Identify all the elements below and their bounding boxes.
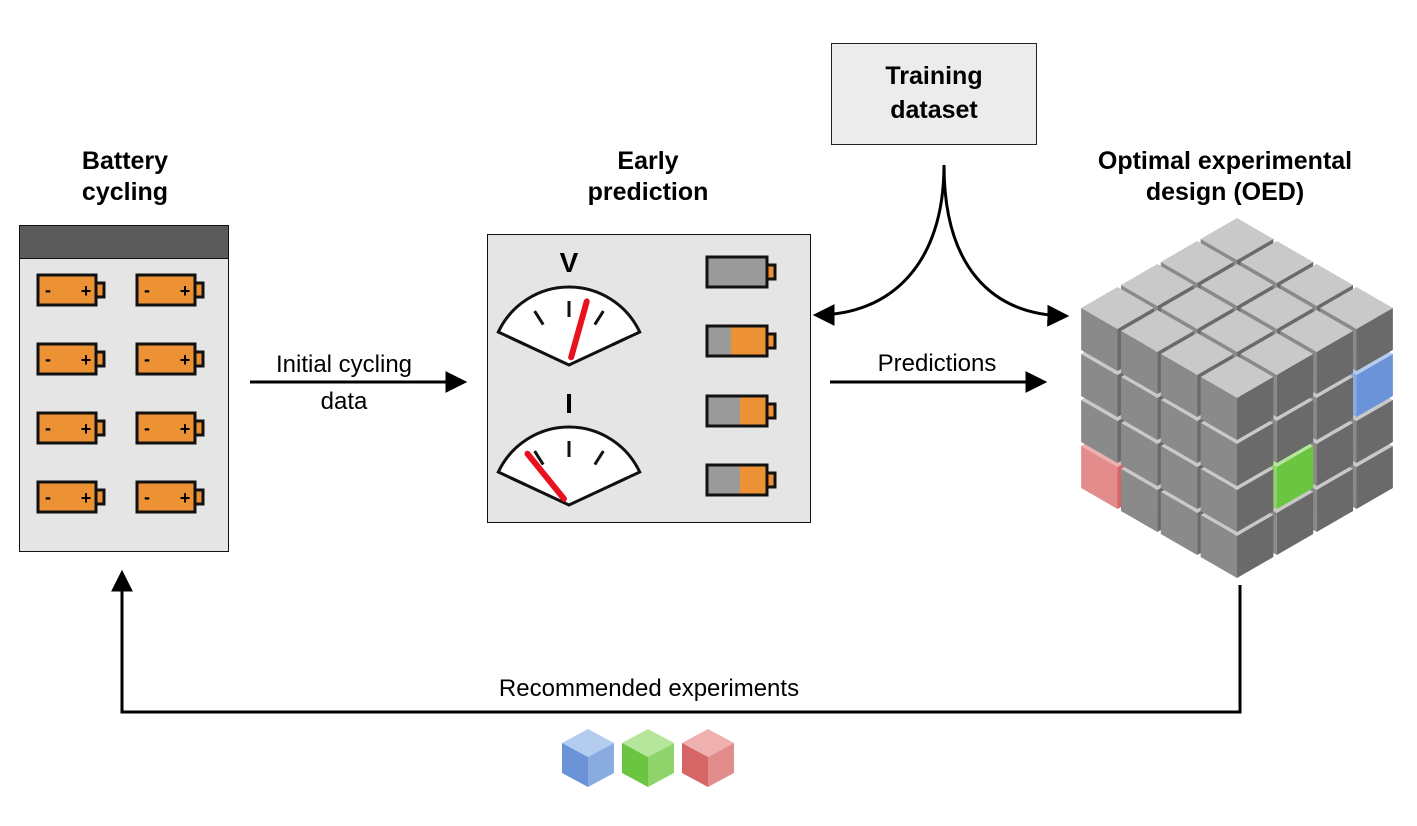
early-prediction-title-line2: prediction xyxy=(587,178,709,207)
recommended-blue-cube xyxy=(562,729,614,787)
minus-terminal: - xyxy=(144,280,150,300)
initial-cycling-label-line2: data xyxy=(321,388,368,415)
charge-battery xyxy=(705,463,777,497)
minus-terminal: - xyxy=(45,487,51,507)
minus-terminal: - xyxy=(45,418,51,438)
gauge-needle xyxy=(568,298,590,361)
battery-cell: -+ xyxy=(135,342,205,376)
battery-cycling-title: Battery cycling xyxy=(40,146,210,209)
gauge-tick xyxy=(510,336,527,347)
current-gauge xyxy=(496,425,642,507)
battery-cell: -+ xyxy=(36,411,106,445)
charge-battery xyxy=(705,324,777,358)
oed-title: Optimal experimental design (OED) xyxy=(1060,146,1390,209)
gauge-face xyxy=(496,425,642,507)
battery-cycling-header-bar xyxy=(20,226,228,259)
recommended-experiments-label: Recommended experiments xyxy=(499,675,799,702)
battery-cell: -+ xyxy=(135,411,205,445)
plus-terminal: + xyxy=(81,281,92,301)
gauge-i-label: I xyxy=(565,388,573,419)
oed-cube-grid xyxy=(1081,218,1393,578)
battery-cell: -+ xyxy=(36,480,106,514)
training-to-oed-arrow xyxy=(942,164,1070,327)
battery-cell: -+ xyxy=(36,273,106,307)
minus-terminal: - xyxy=(144,349,150,369)
battery-cell: -+ xyxy=(135,273,205,307)
gauge-tick xyxy=(533,450,545,466)
plus-terminal: + xyxy=(81,419,92,439)
predictions-label: Predictions xyxy=(878,350,997,377)
gauge-tick xyxy=(533,310,545,326)
minus-terminal: - xyxy=(45,280,51,300)
charge-fill xyxy=(731,326,767,356)
early-prediction-title: Early prediction xyxy=(548,146,748,209)
recommended-experiments-arrow xyxy=(111,569,1242,714)
plus-terminal: + xyxy=(180,488,191,508)
oed-title-line1: Optimal experimental xyxy=(1097,147,1353,175)
charge-fill xyxy=(740,396,767,426)
gauge-needle xyxy=(524,450,567,502)
charge-fill xyxy=(740,465,767,495)
battery-cell: -+ xyxy=(135,480,205,514)
early-prediction-title-line1: Early xyxy=(617,147,679,175)
battery-grid: -+-+-+-+-+-+-+-+ xyxy=(36,273,205,514)
training-dataset-box: Training dataset xyxy=(831,43,1037,145)
charge-level-batteries xyxy=(705,255,777,497)
recommended-red-cube xyxy=(682,729,734,787)
gauge-tick xyxy=(593,310,605,326)
voltage-gauge xyxy=(496,285,642,367)
plus-terminal: + xyxy=(81,350,92,370)
training-dataset-line2: dataset xyxy=(890,96,978,124)
battery-cell: -+ xyxy=(36,342,106,376)
training-dataset-line1: Training xyxy=(885,62,983,91)
plus-terminal: + xyxy=(180,419,191,439)
recommended-cubes xyxy=(562,729,734,787)
grid-cube xyxy=(1200,356,1274,440)
initial-cycling-label-line1: Initial cycling xyxy=(276,351,412,378)
minus-terminal: - xyxy=(45,349,51,369)
plus-terminal: + xyxy=(180,350,191,370)
charge-battery xyxy=(705,255,777,289)
gauge-tick xyxy=(611,476,628,487)
oed-title-line2: design (OED) xyxy=(1145,178,1305,207)
battery-cycling-title-line2: cycling xyxy=(81,178,169,207)
gauge-tick xyxy=(510,476,527,487)
plus-terminal: + xyxy=(180,281,191,301)
plus-terminal: + xyxy=(81,488,92,508)
gauge-tick xyxy=(611,336,628,347)
gauge-tick xyxy=(593,450,605,466)
minus-terminal: - xyxy=(144,487,150,507)
recommended-green-cube xyxy=(622,729,674,787)
training-to-prediction-arrow xyxy=(812,164,946,326)
gauge-v-label: V xyxy=(560,247,579,278)
gauge-face xyxy=(496,285,642,367)
minus-terminal: - xyxy=(144,418,150,438)
battery-cycling-title-line1: Battery xyxy=(81,147,169,175)
charge-battery xyxy=(705,394,777,428)
